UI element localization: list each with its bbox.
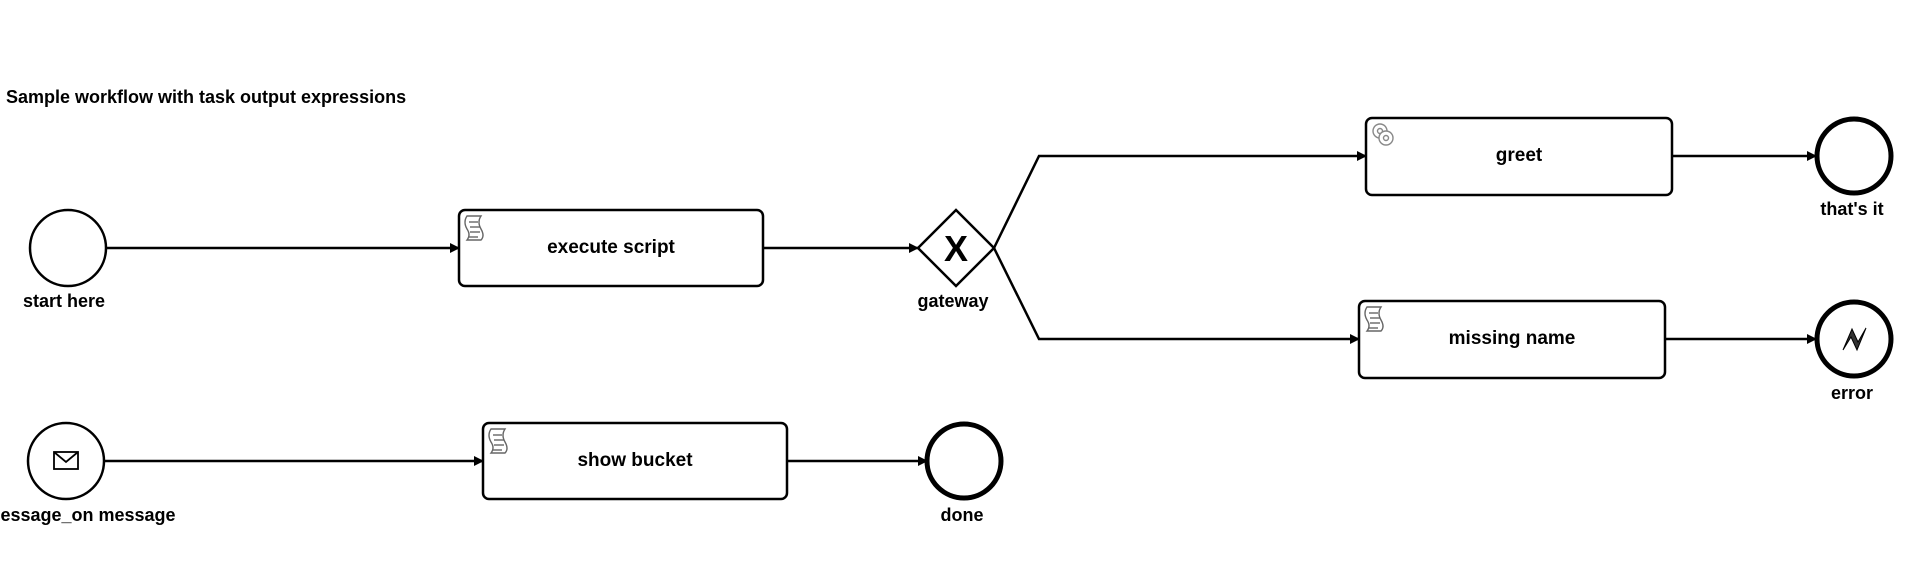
gateway-label: gateway bbox=[917, 291, 989, 311]
task-execute-script-label: execute script bbox=[547, 237, 675, 258]
flow-gateway-to-missing-name[interactable] bbox=[992, 247, 1360, 344]
exclusive-gateway[interactable] bbox=[916, 208, 996, 288]
gear-icon bbox=[1372, 123, 1394, 146]
message-start-event[interactable] bbox=[26, 421, 106, 501]
script-icon bbox=[488, 428, 508, 454]
task-greet-label: greet bbox=[1495, 145, 1543, 166]
script-icon bbox=[464, 215, 484, 241]
gateway-symbol: X bbox=[943, 228, 969, 269]
task-missing-name[interactable] bbox=[1357, 299, 1667, 380]
start-event-label: start here bbox=[22, 291, 106, 311]
end-event-done-label: done bbox=[940, 505, 984, 525]
task-missing-name-label: missing name bbox=[1448, 328, 1576, 349]
task-show-bucket[interactable] bbox=[481, 421, 789, 501]
end-event-thats-it-label: that's it bbox=[1820, 199, 1884, 219]
script-icon bbox=[1364, 306, 1384, 332]
envelope-icon bbox=[53, 451, 79, 470]
sequence-flows bbox=[105, 151, 1817, 466]
task-greet[interactable] bbox=[1364, 116, 1674, 197]
flow-gateway-to-greet[interactable] bbox=[992, 151, 1367, 249]
end-event-thats-it[interactable] bbox=[1814, 116, 1894, 196]
message-start-event-label: message_on message bbox=[0, 505, 176, 525]
diagram-title: Sample workflow with task output express… bbox=[6, 87, 407, 107]
task-show-bucket-label: show bucket bbox=[577, 450, 693, 471]
start-event[interactable] bbox=[28, 208, 108, 288]
lightning-icon bbox=[1842, 327, 1867, 352]
end-event-done[interactable] bbox=[924, 421, 1004, 501]
end-event-error[interactable] bbox=[1814, 299, 1894, 379]
task-execute-script[interactable] bbox=[457, 208, 765, 288]
end-event-error-label: error bbox=[1830, 383, 1874, 403]
